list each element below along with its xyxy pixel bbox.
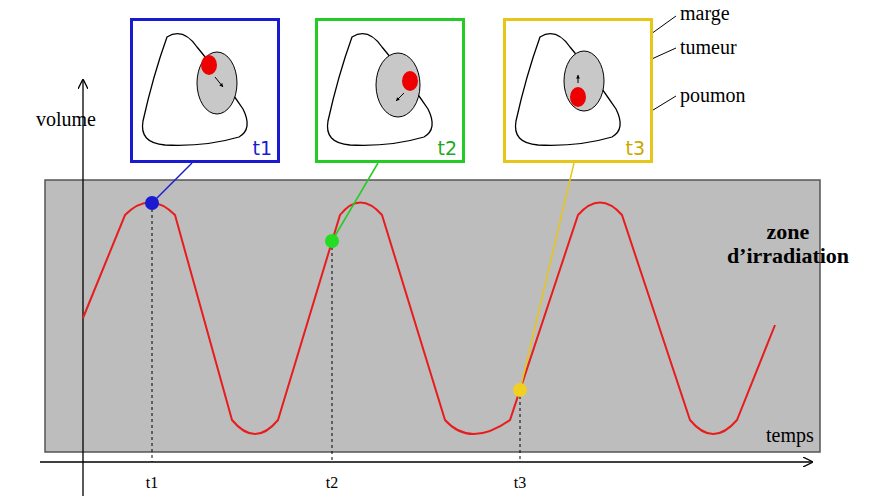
time-label: t3 <box>625 138 645 159</box>
time-dot <box>513 383 527 397</box>
tick-label: t3 <box>514 474 526 492</box>
tick-label: t1 <box>146 474 158 492</box>
part-label: marge <box>680 2 730 24</box>
axis-label: temps <box>766 424 814 446</box>
leader-line <box>520 163 574 390</box>
inset-frame: t3 <box>503 18 653 163</box>
time-label: t1 <box>252 138 272 159</box>
time-axis <box>40 461 812 462</box>
tick-label: t2 <box>326 474 338 492</box>
time-label: t2 <box>437 138 457 159</box>
inset-frame: t1 <box>130 18 280 163</box>
leader-line <box>332 163 378 241</box>
part-label: tumeur <box>680 36 737 58</box>
volume-axis <box>82 80 83 496</box>
breathing-curve <box>83 203 775 435</box>
part-label: poumon <box>680 84 746 106</box>
irradiation-band <box>45 180 820 452</box>
axis-label: volume <box>36 108 96 130</box>
zone-label: zone d’irradiation <box>713 220 863 268</box>
time-dot <box>145 196 159 210</box>
irradiation-zone: zone d’irradiation <box>45 180 820 452</box>
leader-line <box>152 163 192 203</box>
time-dot <box>325 234 339 248</box>
inset-frame: t2 <box>315 18 465 163</box>
